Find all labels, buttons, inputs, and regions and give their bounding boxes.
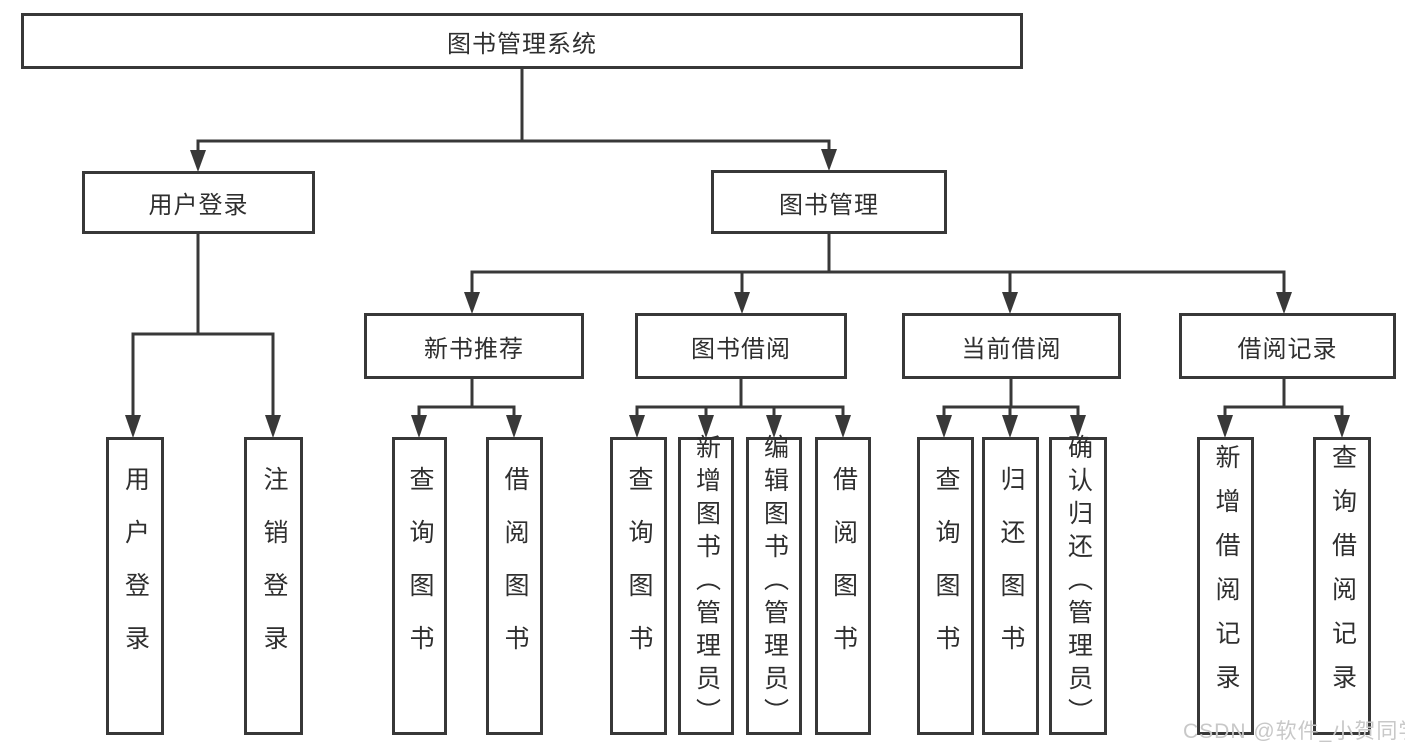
- csdn-watermark: CSDN @软件_小贺同学: [1183, 720, 1405, 743]
- arrowhead-icons: [125, 149, 1350, 438]
- node-book-management: 图书管理: [711, 170, 947, 234]
- leaf-edit-books-admin-label: 编辑图书（管理员）: [760, 433, 789, 731]
- leaf-borrow-books-recommend: 借阅图书: [486, 437, 543, 735]
- node-user-login-label: 用户登录: [148, 192, 249, 219]
- leaf-edit-books-admin: 编辑图书（管理员）: [746, 433, 802, 735]
- leaf-add-books-admin-label: 新增图书（管理员）: [692, 433, 721, 731]
- leaf-query-books-current: 查询图书: [917, 437, 974, 735]
- node-borrow-records-label: 借阅记录: [1237, 335, 1338, 363]
- node-book-management-label: 图书管理: [779, 191, 879, 219]
- node-library-system: 图书管理系统: [21, 13, 1023, 69]
- leaf-add-borrow-record-label: 新增借阅记录: [1212, 444, 1240, 708]
- leaf-logout: 注销登录: [244, 437, 303, 735]
- leaf-user-login-label: 用户登录: [121, 466, 150, 678]
- leaf-confirm-return-admin-label: 确认归还（管理员）: [1064, 433, 1093, 731]
- leaf-confirm-return-admin: 确认归还（管理员）: [1049, 433, 1107, 735]
- leaf-add-borrow-record: 新增借阅记录: [1197, 437, 1254, 735]
- leaf-query-borrow-record: 查询借阅记录: [1313, 437, 1371, 735]
- leaf-query-books-current-label: 查询图书: [932, 466, 960, 678]
- node-book-borrow-label: 图书借阅: [691, 335, 791, 363]
- leaf-query-books-borrow-label: 查询图书: [625, 466, 653, 678]
- leaf-borrow-books: 借阅图书: [815, 437, 871, 735]
- leaf-return-books: 归还图书: [982, 437, 1039, 735]
- leaf-add-books-admin: 新增图书（管理员）: [678, 433, 734, 735]
- node-library-system-label: 图书管理系统: [447, 30, 597, 58]
- node-borrow-records: 借阅记录: [1179, 313, 1396, 379]
- leaf-query-books-borrow: 查询图书: [610, 437, 667, 735]
- leaf-query-books-recommend-label: 查询图书: [406, 466, 434, 678]
- leaf-query-books-recommend: 查询图书: [392, 437, 447, 735]
- leaf-logout-label: 注销登录: [260, 466, 288, 678]
- leaf-return-books-label: 归还图书: [997, 466, 1025, 678]
- leaf-borrow-books-label: 借阅图书: [829, 466, 858, 678]
- node-book-borrow: 图书借阅: [635, 313, 847, 379]
- node-new-book-recommend: 新书推荐: [364, 313, 584, 379]
- node-current-borrow: 当前借阅: [902, 313, 1121, 379]
- leaf-query-borrow-record-label: 查询借阅记录: [1328, 444, 1357, 708]
- leaf-user-login: 用户登录: [106, 437, 164, 735]
- node-user-login: 用户登录: [82, 171, 315, 234]
- leaf-borrow-books-recommend-label: 借阅图书: [501, 466, 529, 678]
- node-current-borrow-label: 当前借阅: [961, 335, 1062, 363]
- node-new-book-recommend-label: 新书推荐: [424, 335, 524, 363]
